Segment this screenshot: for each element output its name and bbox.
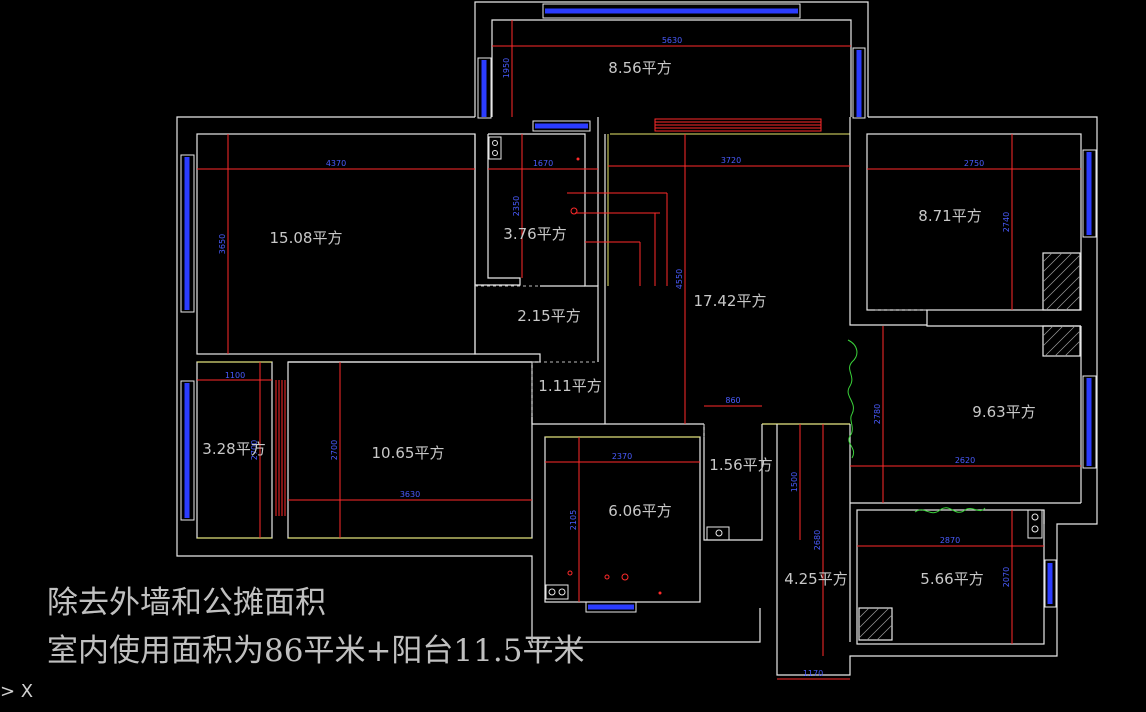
dim-2740: 2740 (1002, 212, 1011, 232)
room-label-4-25: 4.25平方 (784, 570, 847, 588)
dim-2700-b: 2700 (330, 440, 339, 460)
room-label-15-08: 15.08平方 (270, 229, 343, 247)
room-label-10-65: 10.65平方 (372, 444, 445, 462)
dim-1670: 1670 (533, 159, 553, 168)
walls (176, 1, 1098, 676)
dim-860: 860 (725, 396, 740, 405)
room-label-5-66: 5.66平方 (920, 570, 983, 588)
room-label-6-06: 6.06平方 (608, 502, 671, 520)
stair-detail (275, 118, 822, 516)
dim-1500: 1500 (790, 472, 799, 492)
dimension-labels: 5630 1950 4370 3650 1670 3720 2350 2750 … (218, 36, 1011, 678)
dimension-lines (197, 20, 1081, 680)
dim-2350: 2350 (512, 196, 521, 216)
dim-4370: 4370 (326, 159, 346, 168)
dim-2370: 2370 (612, 452, 632, 461)
room-label-9-63: 9.63平方 (972, 403, 1035, 421)
room-label-1-56: 1.56平方 (709, 456, 772, 474)
dim-1100: 1100 (225, 371, 245, 380)
dim-1170: 1170 (803, 669, 823, 678)
dim-2750: 2750 (964, 159, 984, 168)
room-label-2-15: 2.15平方 (517, 307, 580, 325)
dim-2070: 2070 (1002, 567, 1011, 587)
windows (180, 3, 1097, 613)
room-label-3-28: 3.28平方 (202, 440, 265, 458)
fixtures (488, 136, 1043, 600)
dim-2780: 2780 (873, 404, 882, 424)
room-label-8-71: 8.71平方 (918, 207, 981, 225)
room-label-3-76: 3.76平方 (503, 225, 566, 243)
dim-1950: 1950 (502, 58, 511, 78)
room-labels: 8.56平方 15.08平方 3.76平方 2.15平方 17.42平方 8.7… (202, 59, 1035, 588)
dim-5630: 5630 (662, 36, 682, 45)
dim-3720: 3720 (721, 156, 741, 165)
dim-2105: 2105 (569, 510, 578, 530)
column-hatch (858, 252, 1081, 641)
area-notes: 除去外墙和公摊面积 室内使用面积为86平米+阳台11.5平米 (47, 585, 584, 669)
plant-decor (847, 339, 986, 514)
room-label-balcony-top: 8.56平方 (608, 59, 671, 77)
dim-2620: 2620 (955, 456, 975, 465)
note-line-2: 室内使用面积为86平米+阳台11.5平米 (47, 633, 584, 669)
note-line-1: 除去外墙和公摊面积 (47, 585, 326, 621)
dim-3650: 3650 (218, 234, 227, 254)
room-label-1-11: 1.11平方 (538, 377, 601, 395)
dim-2680: 2680 (813, 530, 822, 550)
room-label-17-42: 17.42平方 (694, 292, 767, 310)
command-prompt[interactable]: > X (0, 681, 33, 702)
dim-3630: 3630 (400, 490, 420, 499)
dim-2700-a: 2700 (250, 440, 259, 460)
dim-4550: 4550 (675, 269, 684, 289)
dim-2870: 2870 (940, 536, 960, 545)
